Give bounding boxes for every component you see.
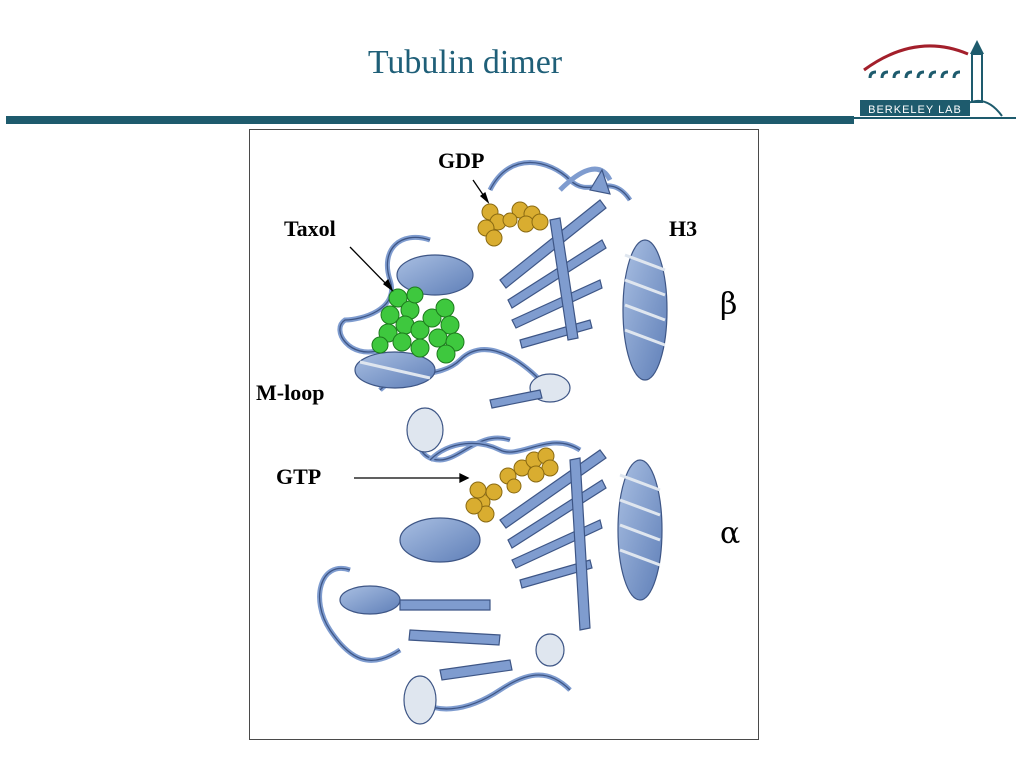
alpha-helices <box>339 459 663 725</box>
label-m-loop: M-loop <box>256 380 325 405</box>
berkeley-lab-logo: BERKELEY LAB <box>856 34 1004 120</box>
title-divider <box>6 116 854 124</box>
title-divider-thin <box>848 117 1016 119</box>
beta-subunit <box>337 160 633 463</box>
alpha-sheet <box>399 449 607 681</box>
tubulin-figure: GDP Taxol H3 M-loop GTP β α <box>249 129 759 740</box>
taxol-spheres <box>371 286 465 364</box>
ribbon-diagram <box>317 160 668 725</box>
gdp-spheres <box>477 201 549 247</box>
label-taxol: Taxol <box>284 216 336 241</box>
slide-title: Tubulin dimer <box>367 44 563 81</box>
beta-sheet <box>489 168 611 409</box>
label-pointers <box>349 179 490 484</box>
svg-text:BERKELEY LAB: BERKELEY LAB <box>868 104 962 116</box>
gtp-spheres <box>465 447 559 523</box>
label-gtp: GTP <box>276 464 322 489</box>
label-h3: H3 <box>669 216 698 241</box>
label-beta: β <box>720 287 738 322</box>
label-gdp: GDP <box>438 148 485 173</box>
label-alpha: α <box>720 516 741 551</box>
